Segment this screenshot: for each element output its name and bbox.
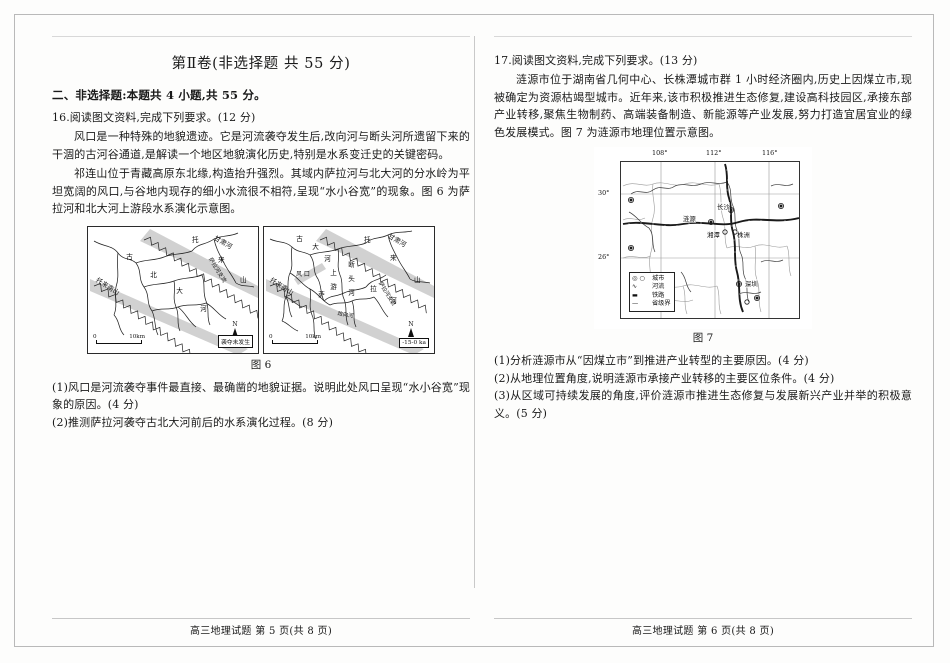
- fig6r-label-he: 河: [322, 254, 331, 262]
- fig6r-label-you: 游: [328, 282, 337, 290]
- figure-6-right-drawing: [266, 228, 434, 353]
- fig6l-label-tuo: 托: [192, 235, 199, 244]
- question-16-paragraph-2: 祁连山位于青藏高原东北缘,构造抬升强烈。其域内萨拉河与北大河的分水岭为平坦宽阔的…: [52, 167, 470, 215]
- fig6r-label-he3: 河: [388, 296, 397, 304]
- figure-6-panel-left: 古 北 大 河 托 来 山 托来南山 甘肃河 萨拉河支流 0 10km: [87, 225, 259, 354]
- legend-row-boundary: — 省级界: [632, 300, 671, 309]
- right-top-rule: [494, 36, 912, 37]
- question-16-heading: 16.阅读图文资料,完成下列要求。(12 分): [52, 111, 256, 124]
- fig6r-scale-end: 10km: [305, 333, 321, 340]
- fig6r-label-tou: 头: [346, 274, 355, 282]
- boundary-line-icon: —: [632, 300, 639, 308]
- volume-title: 第Ⅱ卷(非选择题 共 55 分): [171, 56, 351, 72]
- right-footer-rule: [494, 618, 912, 619]
- fig6r-label-da: 大: [310, 242, 319, 250]
- figure-6: 古 北 大 河 托 来 山 托来南山 甘肃河 萨拉河支流 0 10km: [52, 225, 470, 354]
- fig7-lat-30: 30°: [598, 189, 610, 197]
- city-marker-icon: ◎ ○: [632, 274, 645, 282]
- fig7-city-zhuzhou: 株洲: [737, 230, 750, 239]
- fig7-lon-112: 112°: [706, 149, 722, 157]
- question-17-sub-3: (3)从区域可持续发展的角度,评价涟源市推进生态修复与发展新兴产业并举的积极意义…: [494, 389, 912, 420]
- fig6r-label-he2: 河: [346, 288, 355, 296]
- fig6r-scale-bar: [272, 339, 318, 344]
- legend-row-river: ∿ 河流: [632, 283, 671, 292]
- fig6l-north-arrow: N: [232, 321, 238, 337]
- fig6l-label-da: 大: [174, 286, 183, 294]
- question-16-paragraph-1: 风口是一种特殊的地貌遗迹。它是河流袭夺发生后,改向河与断头河所遗留下来的干涸的古…: [52, 130, 470, 161]
- fig6r-north-arrow: N: [408, 321, 414, 337]
- fig6r-label-shang: 上: [328, 268, 337, 276]
- left-footer-rule: [52, 618, 470, 619]
- fig6r-label-fengkou: 风 口: [296, 270, 310, 278]
- fig6l-scale-bar: [96, 339, 142, 344]
- right-column: 17.阅读图文资料,完成下列要求。(13 分) 涟源市位于湖南省几何中心、长株潭…: [494, 40, 912, 422]
- river-line-icon: ∿: [632, 283, 638, 291]
- fig6l-scale-start: 0: [93, 333, 97, 340]
- question-16-sub-1: (1)风口是河流袭夺事件最直接、最确凿的地貌证据。说明此处风口呈现“水小谷宽”现…: [52, 380, 470, 412]
- figure-6-caption: 图 6: [250, 358, 272, 371]
- figure-7-caption: 图 7: [692, 332, 714, 344]
- question-17-heading: 17.阅读图文资料,完成下列要求。(13 分): [494, 54, 698, 67]
- fig6r-label-sa: 萨: [316, 290, 325, 298]
- fig6r-stamp: -15-0 ka: [399, 337, 429, 348]
- fig6l-stamp: 袭夺未发生: [218, 334, 253, 348]
- legend-row-city: ◎ ○ 城市: [632, 275, 671, 284]
- fig6l-label-shan: 山: [240, 275, 247, 284]
- left-column: 第Ⅱ卷(非选择题 共 55 分) 二、非选择题:本题共 4 小题,共 55 分。…: [52, 40, 470, 431]
- fig7-city-shenzhen: 深圳: [745, 279, 758, 288]
- fig7-city-xiangtan: 湘潭: [707, 230, 720, 239]
- fig6r-label-duan: 断: [346, 260, 355, 268]
- legend-label-river: 河流: [652, 283, 665, 291]
- figure-7-map: 108° 112° 116° 30° 26°: [594, 147, 812, 329]
- question-17-paragraph-1: 涟源市位于湖南省几何中心、长株潭城市群 1 小时经济圈内,历史上因煤立市,现被确…: [494, 73, 912, 139]
- fig6r-label-shan: 山: [414, 275, 421, 284]
- fig6l-label-he: 河: [198, 304, 207, 312]
- fig6r-label-tuo: 托: [364, 235, 371, 244]
- legend-label-boundary: 省级界: [652, 300, 671, 308]
- section-heading: 二、非选择题:本题共 4 小题,共 55 分。: [52, 88, 266, 102]
- fig6l-scalebar: 0 10km: [93, 333, 145, 344]
- question-17-sub-2: (2)从地理位置角度,说明涟源市承接产业转移的主要区位条件。(4 分): [494, 371, 835, 385]
- fig6r-north-label: N: [408, 320, 414, 328]
- fig6r-label-lai: 来: [390, 253, 397, 262]
- fig6l-label-gu: 古: [124, 252, 133, 260]
- fig7-city-changsha: 长沙: [717, 202, 730, 211]
- fig7-city-lianyuan: 涟源: [683, 214, 696, 223]
- figure-7: 108° 112° 116° 30° 26°: [494, 147, 912, 329]
- left-top-rule: [52, 36, 470, 37]
- fig6r-label-la: 拉: [368, 284, 377, 292]
- north-arrow-icon: [408, 327, 414, 337]
- figure-6-panel-right: 古 大 河 风 口 上 游 断 头 河 萨 拉 河 托 来 山 托来南山 甘肃河…: [263, 225, 435, 354]
- fig6r-scale-start: 0: [269, 333, 273, 340]
- question-16-sub-2: (2)推测萨拉河袭夺古北大河前后的水系演化过程。(8 分): [52, 415, 334, 429]
- question-17-sub-1: (1)分析涟源市从“因煤立市”到推进产业转型的主要原因。(4 分): [494, 354, 809, 367]
- footer-right: 高三地理试题 第 6 页(共 8 页): [631, 626, 775, 637]
- fig6l-north-label: N: [232, 320, 238, 328]
- fig6r-label-gu: 古: [294, 234, 303, 242]
- footer-left: 高三地理试题 第 5 页(共 8 页): [189, 626, 333, 637]
- figure-7-legend: ◎ ○ 城市 ∿ 河流 ▬ 铁路 — 省级界: [629, 271, 675, 312]
- fig6l-scale-end: 10km: [129, 333, 145, 340]
- legend-row-railway: ▬ 铁路: [632, 292, 671, 301]
- column-divider: [474, 36, 475, 588]
- figure-7-frame: 涟源 长沙 湘潭 株洲 深圳 ◎ ○ 城市 ∿ 河流: [620, 161, 800, 319]
- fig7-lon-116: 116°: [762, 149, 778, 157]
- railway-line-icon: ▬: [632, 291, 638, 299]
- fig6r-scalebar: 0 10km: [269, 333, 321, 344]
- north-arrow-icon: [232, 327, 238, 337]
- figure-6-left-drawing: [90, 228, 258, 353]
- fig7-lon-108: 108°: [652, 149, 668, 157]
- figure-7-drawing: [621, 162, 799, 318]
- legend-label-railway: 铁路: [652, 291, 665, 299]
- legend-label-city: 城市: [652, 274, 665, 282]
- fig6l-label-lai: 来: [218, 255, 225, 264]
- fig6l-label-bei: 北: [148, 270, 157, 278]
- fig7-lat-26: 26°: [598, 253, 610, 261]
